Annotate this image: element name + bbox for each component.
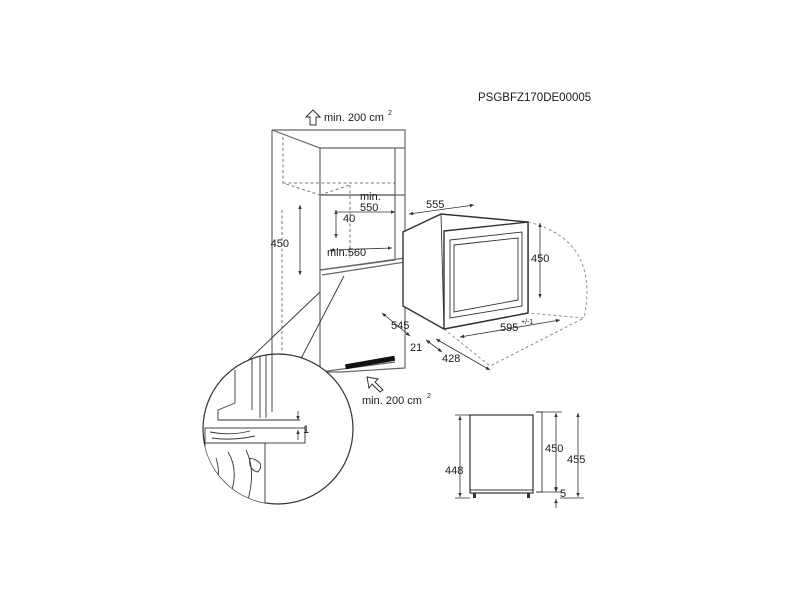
- min-label: min.: [360, 191, 381, 203]
- side-label: 428: [442, 353, 460, 365]
- appliance-dimensions: 555 450 595 +/-1 545 21 428: [381, 199, 561, 371]
- front-label: 21: [410, 342, 422, 354]
- gap-label: 40: [343, 213, 355, 225]
- feet-label: 5: [560, 488, 566, 500]
- width-tolerance: +/-1: [521, 319, 533, 326]
- depth-top-label: 555: [426, 199, 444, 211]
- appliance: [402, 213, 588, 367]
- bottom-vent-label: min. 200 cm: [362, 395, 422, 407]
- vent-arrow-icon: [366, 376, 384, 393]
- niche-height-label: 450: [271, 238, 289, 250]
- right-height-label: 450: [545, 443, 563, 455]
- door-swing-arc: [527, 221, 588, 319]
- total-height-label: 455: [567, 454, 585, 466]
- tall-cabinet: [271, 129, 406, 373]
- height-label: 450: [531, 253, 549, 265]
- depth-label: 545: [391, 320, 409, 332]
- detail-inset: 1: [202, 275, 354, 505]
- width-label: 595: [500, 322, 518, 334]
- cabinet-dimensions: 450 40 min. 550 min.560: [271, 191, 395, 275]
- min-width-label: min.560: [327, 247, 366, 259]
- min-depth-label: 550: [360, 202, 378, 214]
- bottom-vent-sup: 2: [427, 393, 431, 400]
- side-view: 448 450 455 5: [445, 411, 585, 508]
- vent-up-arrow-icon: [304, 109, 322, 126]
- top-vent-label: min. 200 cm: [324, 112, 384, 124]
- gap-1-label: 1: [303, 424, 309, 436]
- bottom-ventilation: min. 200 cm 2: [362, 376, 431, 407]
- vent-strip: [345, 355, 396, 370]
- top-ventilation: min. 200 cm 2: [304, 109, 392, 126]
- top-vent-sup: 2: [388, 110, 392, 117]
- left-height-label: 448: [445, 465, 463, 477]
- document-code: PSGBFZ170DE00005: [478, 92, 591, 104]
